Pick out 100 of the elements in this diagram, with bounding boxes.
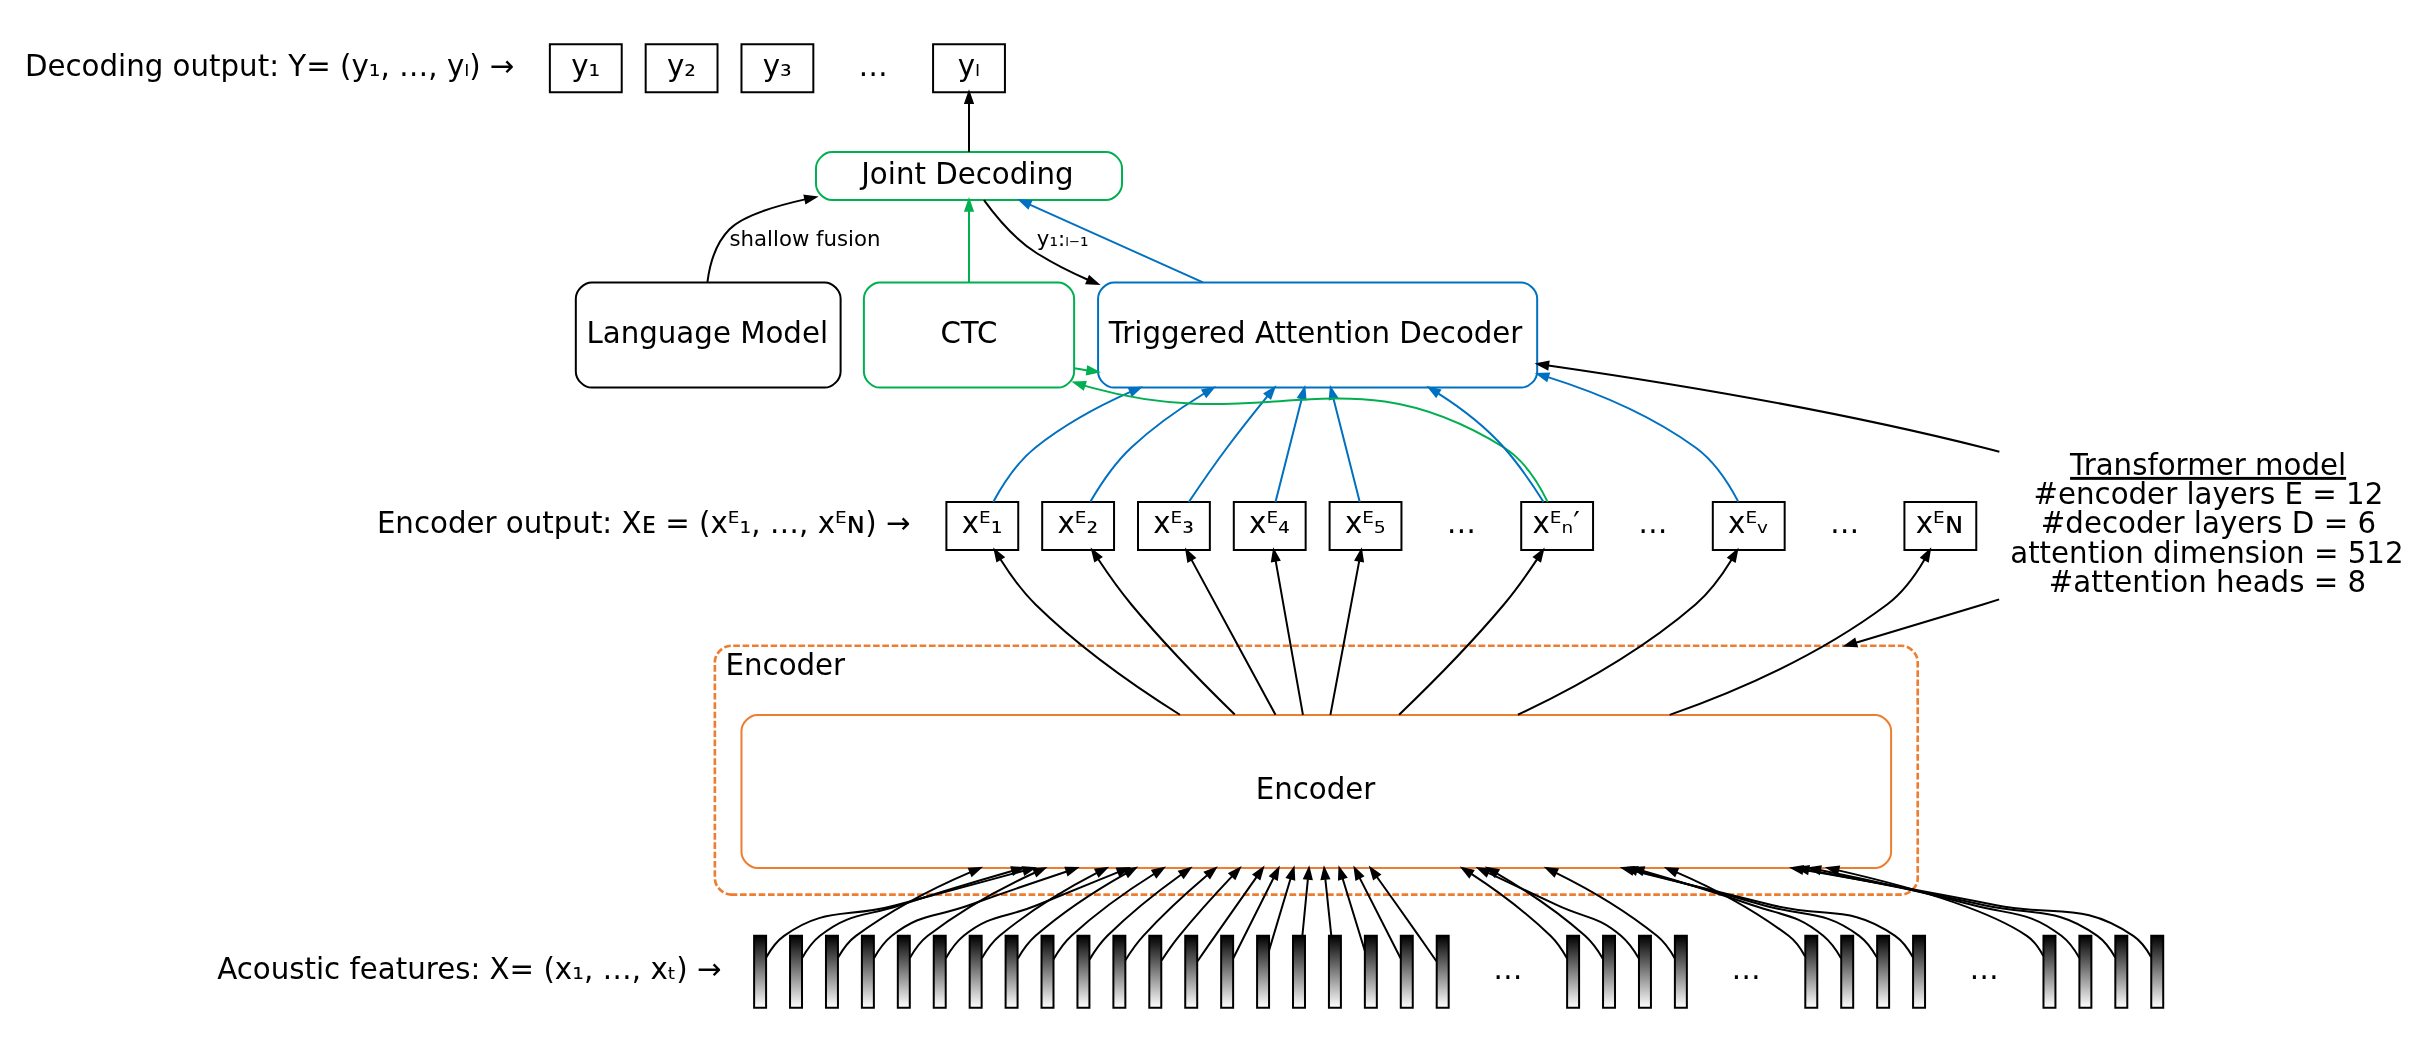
arrow [1663,866,1807,958]
arrow [1187,384,1277,503]
arrow [980,866,1110,959]
node-bar [896,934,911,1009]
arrow [1090,547,1236,715]
node-bar [1804,934,1819,1009]
arrow [908,866,1048,959]
arrow [1124,865,1218,961]
node-bar [1912,934,1927,1009]
label: … [1731,951,1761,986]
arrow [1089,385,1217,503]
label: Acoustic features: X= (x₁, …, xₜ) → [217,951,722,986]
arrow [963,88,975,153]
label: Encoder output: Xᴇ = (xᴱ₁, …, xᴱɴ) → [376,505,911,540]
node-bar [1327,934,1342,1009]
node-box: Joint Decoding [815,150,1124,201]
node-bar [753,934,768,1009]
node-box: y₃ [740,42,815,93]
arrow [993,546,1181,716]
edge-label: y₁:ₗ₋₁ [1036,225,1089,251]
label: … [1493,951,1523,986]
arrow [1017,198,1204,283]
arrow [837,866,984,959]
node-bar [1004,934,1019,1009]
node-bar [932,934,947,1009]
node-box: xᴱ₅ [1328,500,1403,551]
node-bar [1435,934,1450,1009]
arrow [1268,864,1296,951]
node-box: y₂ [644,42,719,93]
node-bar [968,934,983,1009]
arrow [1534,372,1740,503]
arrow [1534,359,2001,453]
node-bar [824,934,839,1009]
arrow [801,865,1026,959]
arrow [1160,865,1242,961]
node-box: Language Model [574,281,842,389]
node-bar [1566,934,1581,1009]
arrow [1842,597,2001,647]
arrow [1071,380,1549,503]
label: … [1638,505,1668,540]
node-bar [1040,934,1055,1009]
arrow [1184,547,1277,716]
node-box: xᴱ₃ [1137,500,1211,551]
label: … [1969,951,1999,986]
node-box: CTC [862,281,1076,389]
arrow [1320,864,1333,937]
node-bar [1076,934,1091,1009]
arrow [1073,364,1101,375]
node-bar [1363,934,1378,1009]
node-bar [1148,934,1163,1009]
label: Decoding output: Y= (y₁, …, yₗ) → [24,48,515,83]
node-box: xᴱ₄ [1232,500,1307,551]
arrow [1668,546,1932,716]
node-box: yₗ [932,42,1006,93]
node-bar [1184,934,1199,1009]
arrow [1337,864,1366,952]
arrow [1301,864,1313,937]
node-bar [1673,934,1688,1009]
arrow [992,385,1144,503]
node-bar [2150,934,2165,1009]
arrow [1824,865,2045,957]
arrow [765,865,1037,958]
node-text: Transformer model #encoder layers E = 12 #decoder layers D = 6 attention dimension = 512 #attention heads = 8 [2010,447,2404,599]
node-box: xᴱ₁ [945,500,1020,551]
arrow [706,194,819,283]
node-box: y₁ [548,42,623,93]
node-bar [2078,934,2093,1009]
node-box: xᴱᵥ [1711,500,1786,551]
node-bar [2042,934,2057,1009]
node-bar [1220,934,1235,1009]
arrow [1232,864,1280,959]
node-bar [1292,934,1306,1009]
arrow [1516,547,1739,716]
node-bar [2114,934,2129,1009]
label: … [1446,505,1476,540]
arrow [1270,546,1304,716]
label: … [858,48,888,83]
node-box: xᴱ₂ [1041,500,1116,551]
node-bar [860,934,875,1009]
node-bar [1637,934,1652,1009]
arrow [1368,865,1438,962]
arrow [963,196,975,283]
arrow [1398,547,1545,716]
arrow [1426,385,1545,503]
node-bar [1112,934,1127,1009]
arrow [1329,546,1365,716]
label: … [1829,505,1860,540]
node-box: xᴱₙ′ [1520,500,1595,551]
node-bar [789,934,803,1009]
node-bar [1399,934,1414,1009]
node-box: Encoder [740,713,1893,869]
arrow [983,198,1101,285]
arrow [1353,865,1402,959]
node-bar [1840,934,1855,1009]
node-box: xᴱɴ [1903,500,1978,551]
node-bar [1256,934,1271,1009]
arrow [1196,865,1265,962]
arrow [873,866,1080,959]
edge-label: shallow fusion [729,225,881,251]
node-bar [1602,934,1616,1009]
